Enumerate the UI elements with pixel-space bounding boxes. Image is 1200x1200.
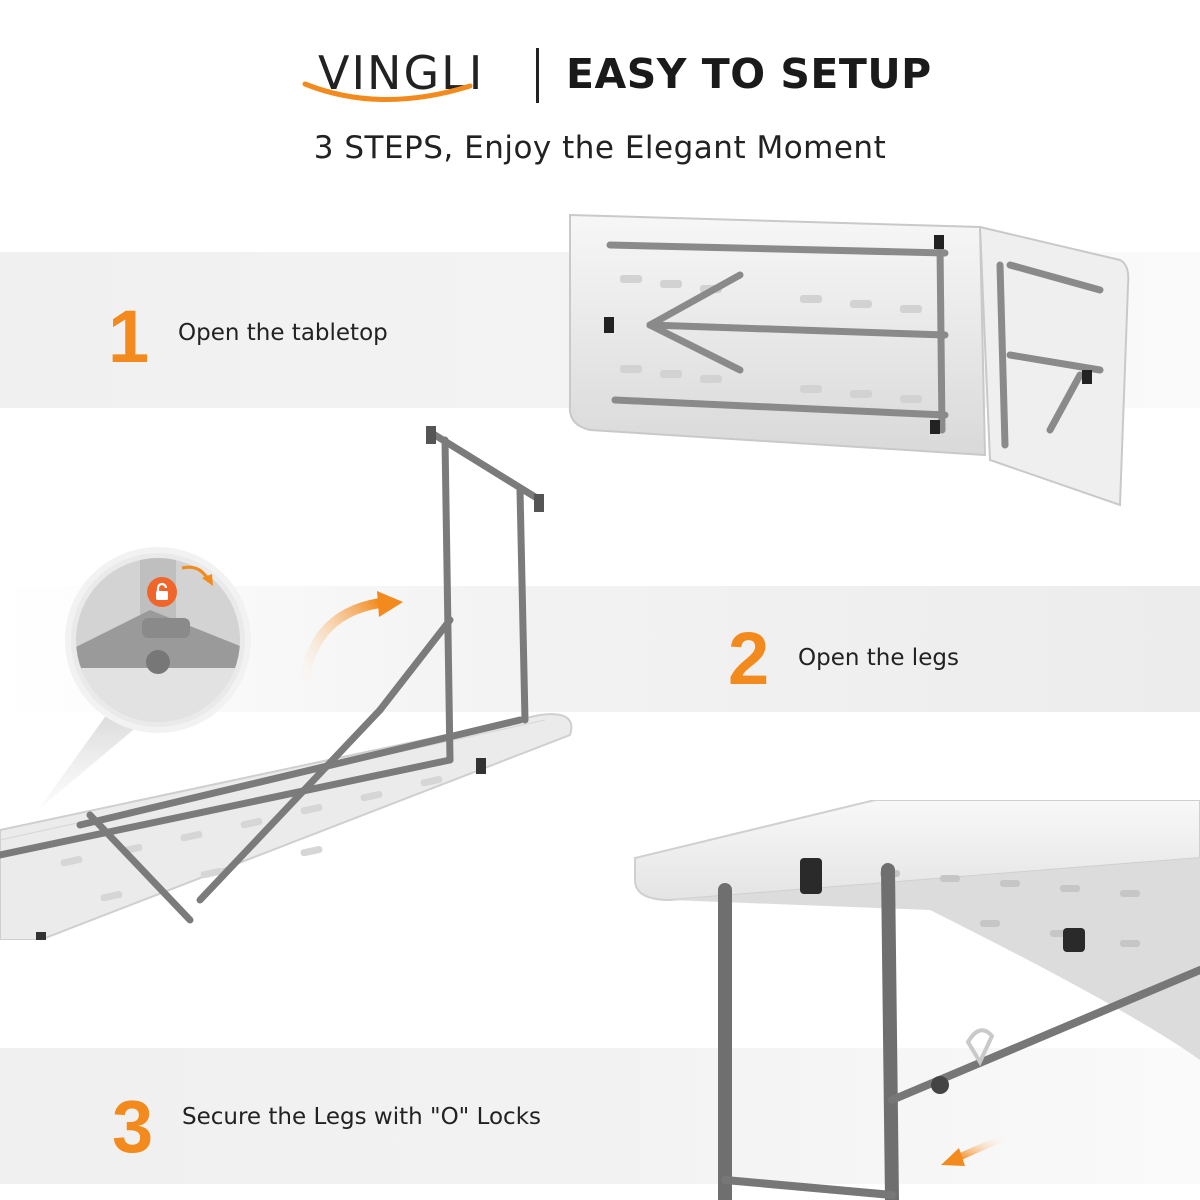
lock-icon [147, 577, 177, 607]
step-3-number: 3 [112, 1085, 154, 1168]
curved-arrow-icon [298, 591, 403, 705]
leg-lock-illustration [634, 800, 1200, 1200]
page-title: EASY TO SETUP [566, 50, 932, 98]
step-3-band [0, 1048, 1200, 1184]
tabletop-open-illustration [568, 213, 1130, 507]
header: VINGLI EASY TO SETUP [0, 40, 1200, 110]
step-2-number: 2 [728, 617, 770, 700]
rotate-arrow-icon [181, 565, 213, 586]
logo-swoosh-icon [302, 81, 473, 102]
arrow-icon [941, 1132, 1011, 1166]
step-2-label: Open the legs [798, 645, 959, 671]
step-1-label: Open the tabletop [178, 320, 388, 346]
brand-logo: VINGLI [300, 40, 510, 110]
legs-open-illustration [0, 426, 573, 940]
step-3-label: Secure the Legs with "O" Locks [182, 1104, 542, 1130]
header-divider [536, 48, 539, 103]
lock-detail-callout [38, 547, 251, 810]
step-1-number: 1 [108, 295, 150, 378]
page-subtitle: 3 STEPS, Enjoy the Elegant Moment [313, 130, 887, 166]
